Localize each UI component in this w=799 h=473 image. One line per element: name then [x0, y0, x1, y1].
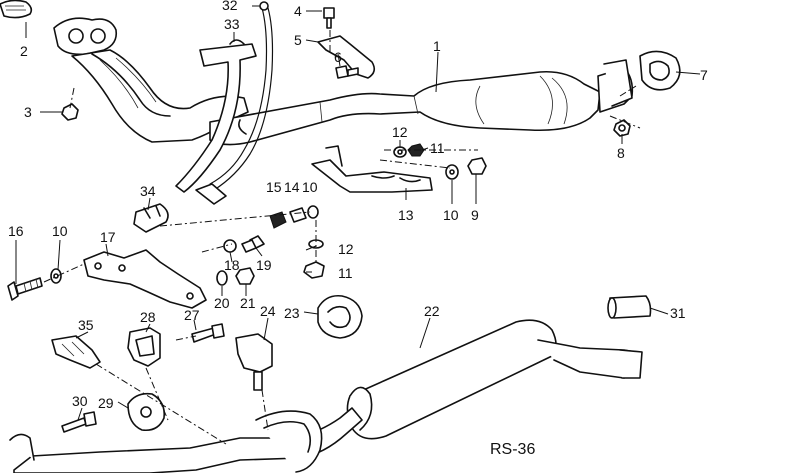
nut-9-part	[467, 157, 487, 175]
exhaust-manifold-part	[53, 17, 249, 143]
callout-23: 23	[284, 305, 300, 321]
support-bracket-17-part	[83, 249, 207, 309]
callout-labels: 1 2 3 4 5 6 7 8 9 10 10 11 11 12 12 13 1…	[8, 0, 708, 411]
nut-8-part	[613, 119, 631, 137]
callout-11-top: 11	[430, 140, 445, 156]
washer-12-top-part	[393, 146, 407, 158]
clamp-23-part	[317, 294, 363, 339]
exhaust-gasket-part	[0, 0, 33, 19]
callout-4: 4	[294, 3, 302, 19]
oxygen-sensor-part	[195, 183, 227, 205]
callout-22: 22	[424, 303, 440, 319]
nut-3-part	[61, 103, 79, 121]
washer-10-mid-part	[307, 205, 319, 219]
callout-1: 1	[433, 38, 441, 54]
rubber-bushing-15-part	[269, 211, 287, 229]
callout-27: 27	[184, 307, 200, 323]
callout-35: 35	[78, 317, 94, 333]
reference-code: RS-36	[490, 441, 535, 458]
callout-17: 17	[100, 229, 116, 245]
callout-30: 30	[72, 393, 88, 409]
leader-lines	[15, 5, 701, 421]
hanger-bracket-13-part	[311, 145, 433, 193]
callout-12-top: 12	[392, 124, 408, 140]
callout-33: 33	[224, 16, 240, 32]
bracket-24-part	[235, 333, 273, 391]
callout-20: 20	[214, 295, 230, 311]
flange-gasket-part	[639, 50, 681, 91]
callout-19: 19	[256, 257, 272, 273]
callout-15: 15	[266, 179, 282, 195]
bolt-6-part	[335, 65, 359, 79]
clamp-28-part	[127, 327, 161, 367]
bolt-4-part	[323, 7, 335, 29]
washer-10-right-part	[445, 164, 459, 180]
tail-sleeve-31-part	[607, 295, 652, 319]
callout-18: 18	[224, 257, 240, 273]
bolt-27-part	[191, 323, 225, 343]
callout-21: 21	[240, 295, 256, 311]
callout-2: 2	[20, 43, 28, 59]
bracket-35-part	[51, 335, 101, 369]
callout-8: 8	[617, 145, 625, 161]
callout-12-lower: 12	[338, 241, 354, 257]
callout-10-left: 10	[52, 223, 68, 239]
nut-21-part	[235, 267, 255, 285]
nut-11-lower-part	[303, 261, 325, 279]
callout-6: 6	[334, 49, 342, 65]
assembly-lines	[43, 30, 641, 445]
rubber-mount-29-part	[127, 392, 166, 432]
callout-34: 34	[140, 183, 156, 199]
callout-31: 31	[670, 305, 686, 321]
callout-11-lower: 11	[338, 265, 353, 281]
washer-10-left-part	[50, 268, 62, 284]
oxygen-sensor-lead-part	[209, 1, 274, 191]
callout-13: 13	[398, 207, 414, 223]
callout-9: 9	[471, 207, 479, 223]
bolt-30-part	[61, 411, 97, 433]
intermediate-pipe-part	[9, 407, 363, 473]
callout-32: 32	[222, 0, 238, 13]
clip-34-part	[133, 203, 169, 233]
front-pipe-catalytic-converter-part	[209, 59, 634, 146]
callout-10-right: 10	[443, 207, 459, 223]
callout-28: 28	[140, 309, 156, 325]
callout-5: 5	[294, 32, 302, 48]
callout-16: 16	[8, 223, 24, 239]
bolt-16-part	[7, 277, 43, 301]
callout-7: 7	[700, 67, 708, 83]
washer-20-part	[216, 270, 228, 286]
bolt-19-part	[241, 235, 265, 253]
callout-3: 3	[24, 104, 32, 120]
callout-29: 29	[98, 395, 114, 411]
callout-14: 14	[284, 179, 300, 195]
washer-18-part	[223, 239, 237, 253]
callout-24: 24	[260, 303, 276, 319]
callout-10-mid: 10	[302, 179, 318, 195]
rear-silencer-22-part	[346, 319, 643, 440]
bushing-14-part	[289, 207, 307, 223]
